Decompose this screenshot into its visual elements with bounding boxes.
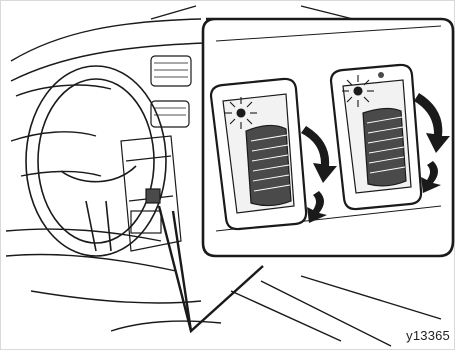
steering-wheel [26,66,166,256]
figure-code: y13365 [404,328,450,343]
center-console [121,136,181,251]
center-vents [151,56,191,127]
adjustment-dial-icon [331,65,421,209]
adjustment-dial-icon [211,79,306,229]
